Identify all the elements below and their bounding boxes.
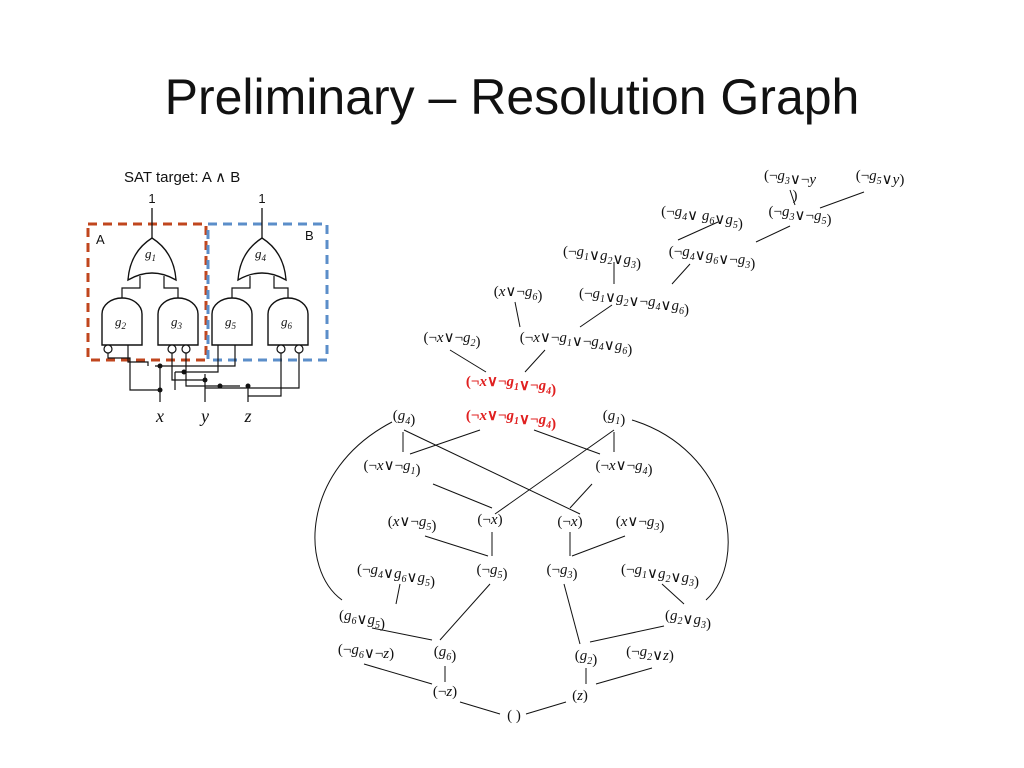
inverter-bubble bbox=[103, 344, 113, 354]
clause-node-l2: (x∨¬g5) bbox=[388, 514, 437, 534]
inverter-bubble bbox=[276, 344, 286, 354]
inverter-bubble bbox=[294, 344, 304, 354]
clause-node-r8: (¬g2∨z) bbox=[626, 644, 674, 664]
clause-node-r3: (x∨¬g3) bbox=[616, 514, 665, 534]
box-a-label: A bbox=[96, 232, 105, 247]
output-b-value: 1 bbox=[258, 191, 265, 206]
box-a bbox=[86, 222, 208, 362]
clause-node-l8: (g6) bbox=[434, 644, 457, 664]
clause-node-g1n: (g1) bbox=[603, 408, 626, 428]
clause-node-r6: (g2∨g3) bbox=[665, 608, 711, 632]
gate-g1-label: g1 bbox=[145, 246, 156, 263]
clause-node-r7: (g2) bbox=[575, 648, 598, 668]
clause-node-c2: (¬g5∨y) bbox=[856, 168, 905, 188]
input-wiring bbox=[107, 345, 300, 402]
clause-node-l9: (¬z) bbox=[433, 684, 457, 700]
box-b bbox=[206, 222, 329, 362]
clause-node-l1: (¬x∨¬g1) bbox=[363, 458, 420, 478]
input-z-label: z bbox=[243, 406, 251, 426]
clause-node-c3: (¬g4∨ g6∨g5) bbox=[661, 204, 743, 232]
clause-node-c10: (¬x∨¬g1∨¬g4∨g6) bbox=[520, 330, 633, 358]
clause-node-c8: (¬g1∨g2∨¬g4∨g6) bbox=[579, 286, 689, 318]
graph-nodes: (¬g3∨¬y) (¬g5∨y) (¬g4∨ g6∨g5) (¬g3∨¬g5) (¬g1… bbox=[338, 168, 904, 724]
clause-node-l5: (¬g5) bbox=[477, 562, 508, 582]
clause-node-r5: (¬g1∨g2∨g3) bbox=[621, 562, 699, 590]
clause-node-g4n: (g4) bbox=[393, 408, 416, 428]
clause-node-l3: (¬x) bbox=[477, 512, 502, 528]
input-y-label: y bbox=[199, 406, 209, 426]
and-gate-g5 bbox=[211, 297, 253, 346]
clause-node-c7: (x∨¬g6) bbox=[494, 284, 543, 304]
clause-node-r1: (¬x∨¬g4) bbox=[595, 458, 652, 478]
sat-target-label: SAT target: A ∧ B bbox=[124, 169, 240, 186]
input-x-label: x bbox=[155, 406, 164, 426]
and-gate-g2 bbox=[101, 297, 143, 346]
gate-g3-label: g3 bbox=[171, 314, 183, 331]
clause-node-l7: (¬g6∨¬z) bbox=[338, 642, 394, 662]
clause-node-c5: (¬g1∨g2∨g3) bbox=[563, 244, 641, 272]
gate-g4-label: g4 bbox=[255, 246, 267, 263]
inverter-bubble bbox=[181, 344, 191, 354]
clause-node-r9: (z) bbox=[572, 688, 588, 704]
or-gate-g1 bbox=[127, 237, 177, 282]
clause-node-l6: (g6∨g5) bbox=[339, 608, 385, 632]
clause-node-c1: (¬g3∨¬y bbox=[764, 168, 816, 188]
clause-node-c4: (¬g3∨¬g5) bbox=[769, 204, 832, 228]
gate-g6-label: g6 bbox=[281, 314, 293, 331]
or-gate-g4 bbox=[237, 237, 287, 282]
and-gate-g6 bbox=[267, 297, 309, 346]
clause-node-c6: (¬g4∨g6∨¬g3) bbox=[669, 244, 755, 272]
clause-node-r4: (¬g3) bbox=[547, 562, 578, 582]
box-b-label: B bbox=[305, 228, 314, 243]
clause-node-l4: (¬g4∨g6∨g5) bbox=[357, 562, 435, 590]
clause-node-r2: (¬x) bbox=[557, 514, 582, 530]
inverter-bubble bbox=[167, 344, 177, 354]
circuit-diagram: SAT target: A ∧ B 1 1 A B g1 g4 g bbox=[86, 169, 329, 426]
clause-node-empty: ( ) bbox=[507, 708, 521, 724]
gate-g2-label: g2 bbox=[115, 314, 127, 331]
slide-title: Preliminary – Resolution Graph bbox=[164, 69, 860, 125]
clause-node-h1: (¬x∨¬g1∨¬g4) bbox=[466, 374, 556, 398]
graph-edges bbox=[314, 189, 865, 715]
clause-node-c9: (¬x∨¬g2) bbox=[423, 330, 480, 350]
clause-node-h2: (¬x∨¬g1∨¬g4) bbox=[466, 408, 556, 432]
gate-g5-label: g5 bbox=[225, 314, 237, 331]
clause-node-c1b: ) bbox=[793, 188, 798, 204]
and-gate-g3 bbox=[157, 297, 199, 346]
output-a-value: 1 bbox=[148, 191, 155, 206]
